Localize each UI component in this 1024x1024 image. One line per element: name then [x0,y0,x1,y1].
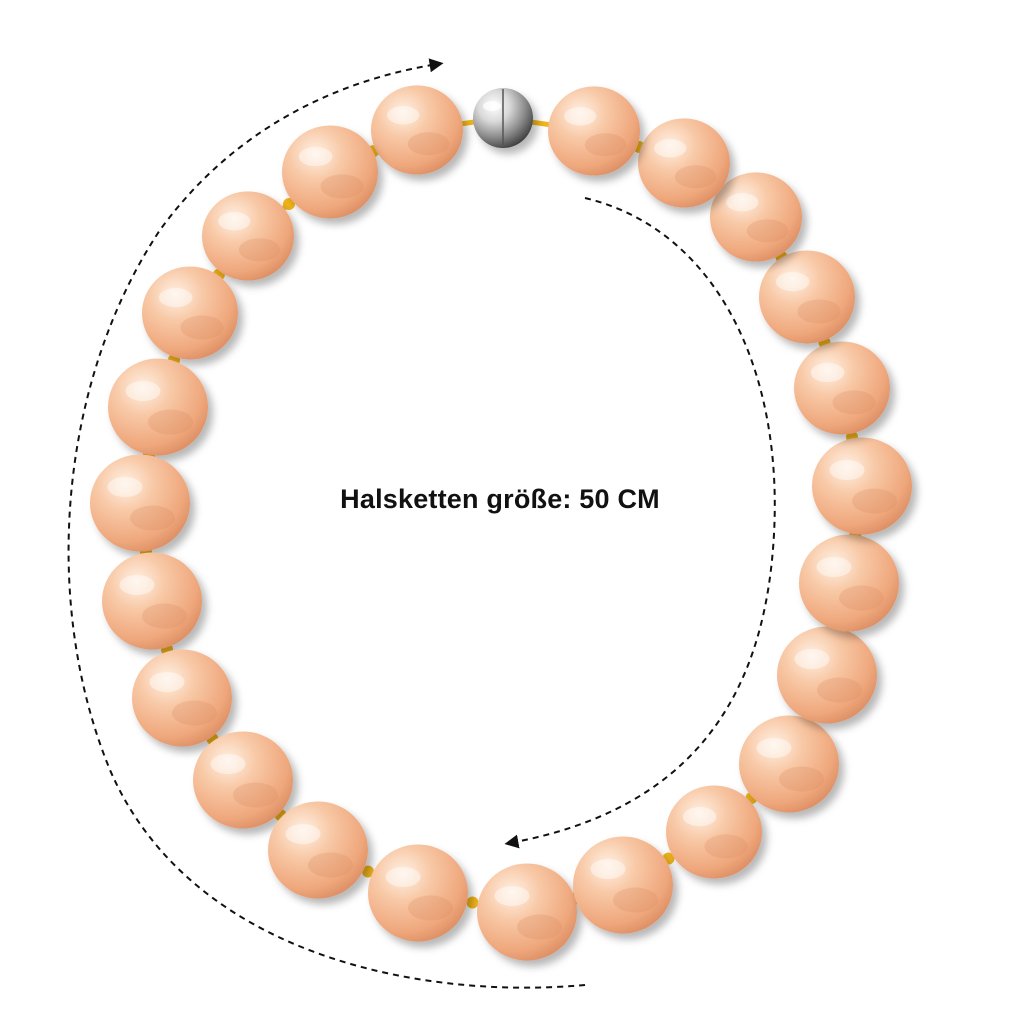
pearl [368,844,468,942]
pearl [90,454,190,552]
dashed-arrow-return-icon [504,197,776,849]
magnetic-clasp-icon [473,88,533,148]
pearl [794,341,890,435]
pearl [193,731,293,829]
pearl [268,801,368,899]
pearl [108,358,208,456]
string-knot [362,865,374,878]
pearl [132,649,232,747]
pearl [777,626,877,724]
pearl [202,191,294,281]
pearl [102,552,202,650]
pearl [799,534,899,632]
pearl [666,785,762,879]
pearl [573,836,673,934]
pearl [371,85,463,175]
pearl [282,125,378,219]
pearl [638,118,730,208]
pearl [477,863,577,961]
dashed-arrow-clockwise-icon [67,58,586,989]
string-knot [466,896,479,909]
pearl [710,172,802,262]
pearl [812,437,912,535]
pearl-strand [90,85,912,961]
string-knot [283,198,295,210]
necklace-size-label: Halsketten größe: 50 CM [340,484,660,514]
pearl [739,715,839,813]
pearl [548,86,640,176]
pearl [759,250,855,344]
pearl [142,266,238,360]
